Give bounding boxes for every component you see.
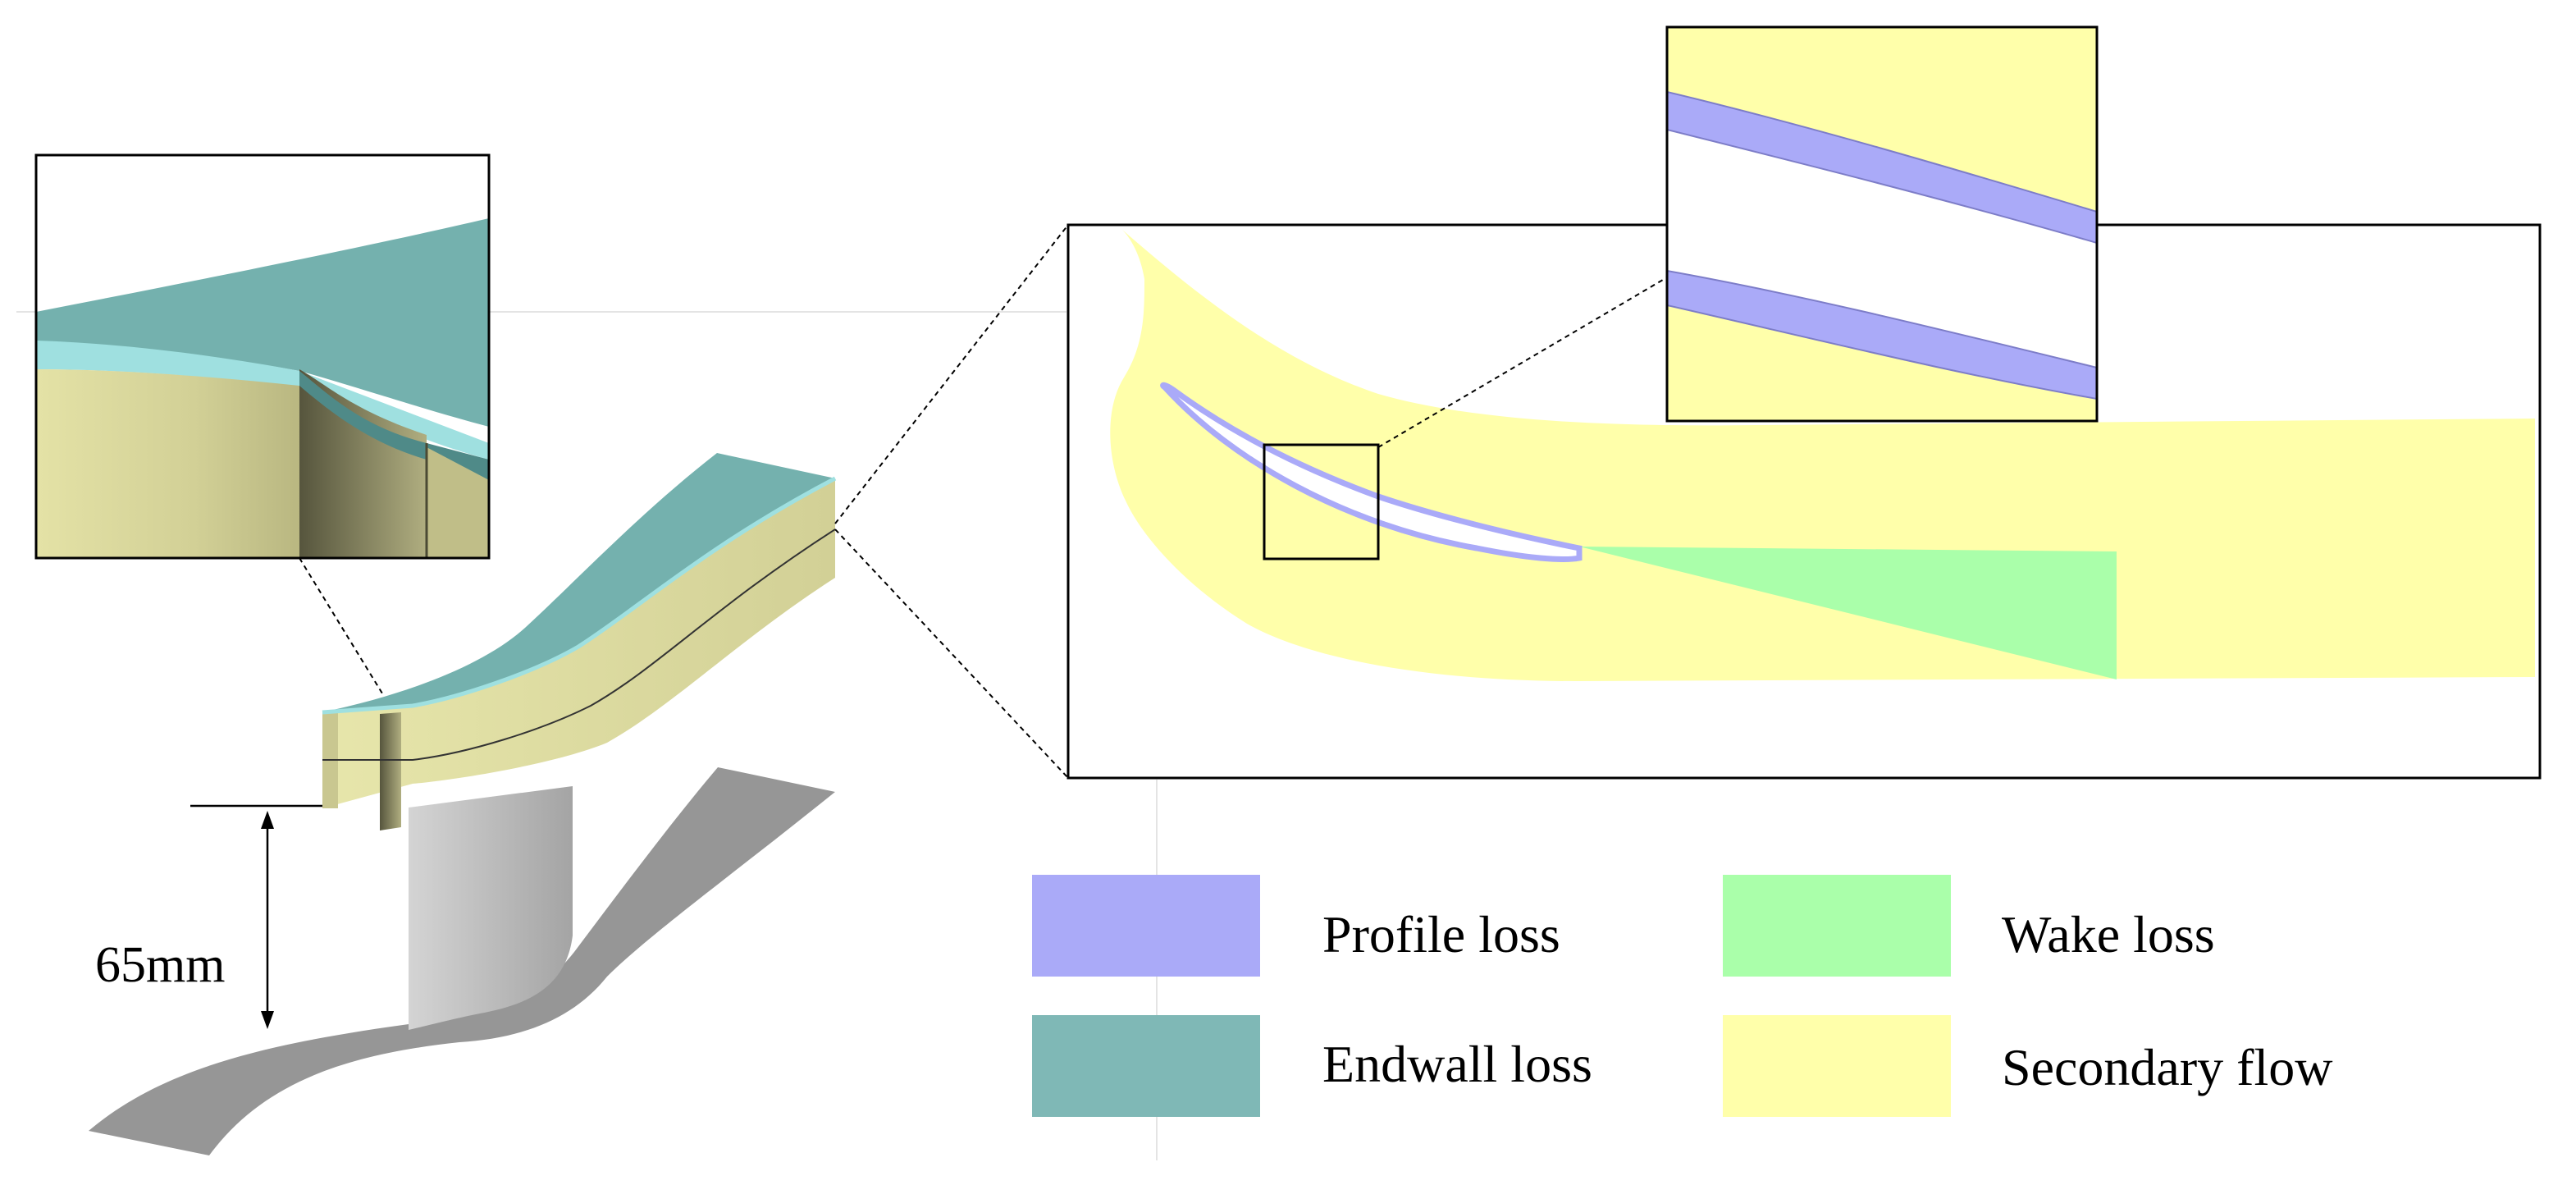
legend-label-wake-loss: Wake loss: [2002, 905, 2215, 963]
zoom-suction-side-band: [1667, 90, 2097, 245]
inset-blade-side: [36, 369, 299, 558]
zoom-frame: [1665, 25, 2099, 423]
secondary-flow-region: [1110, 230, 2535, 681]
dimension-arrowhead-bottom: [261, 1011, 274, 1029]
legend-swatch-profile-loss: [1032, 875, 1260, 977]
zoom-pressure-side-band: [1667, 269, 2097, 400]
inset-blade-right: [427, 447, 489, 558]
inset-endwall-edge: [36, 341, 489, 460]
main-connector-top: [834, 224, 1069, 524]
legend-swatch-wake-loss: [1723, 875, 1951, 977]
legend-label-profile-loss: Profile loss: [1322, 905, 1560, 963]
zoom-connector: [1377, 277, 1668, 448]
blade-support: [409, 786, 573, 1030]
endwall-edge-highlight: [322, 476, 837, 715]
legend-label-endwall-loss: Endwall loss: [1322, 1035, 1592, 1093]
inset-frame: [34, 153, 491, 560]
blade-profile-loss: [1160, 382, 1583, 562]
endwall-detail-inset: [34, 153, 491, 560]
dimension-arrowhead-top: [261, 811, 274, 829]
legend-label-secondary-flow: Secondary flow: [2002, 1038, 2332, 1096]
main-connector-bottom: [834, 528, 1069, 779]
blade-shadow: [89, 767, 835, 1155]
span-dimension: 65mm: [95, 804, 322, 1029]
inset-connector: [299, 557, 383, 694]
blade-block-front-face: [322, 478, 835, 808]
dimension-label: 65mm: [95, 937, 225, 993]
legend: Profile loss Wake loss Endwall loss Seco…: [1032, 875, 2332, 1117]
legend-swatch-endwall-loss: [1032, 1015, 1260, 1117]
zoom-marker-box: [1263, 443, 1380, 560]
blade-midspan-line: [322, 528, 836, 761]
turbine-blade-model: [89, 453, 837, 1155]
legend-swatch-secondary-flow: [1723, 1015, 1951, 1117]
inset-endwall-top: [36, 218, 489, 427]
blade-block-groove: [380, 712, 401, 830]
inset-gap-shadow: [299, 369, 427, 558]
profile-zoom-panel: [1665, 25, 2099, 423]
endwall-top-surface: [322, 453, 835, 712]
wake-region: [1579, 547, 2117, 679]
